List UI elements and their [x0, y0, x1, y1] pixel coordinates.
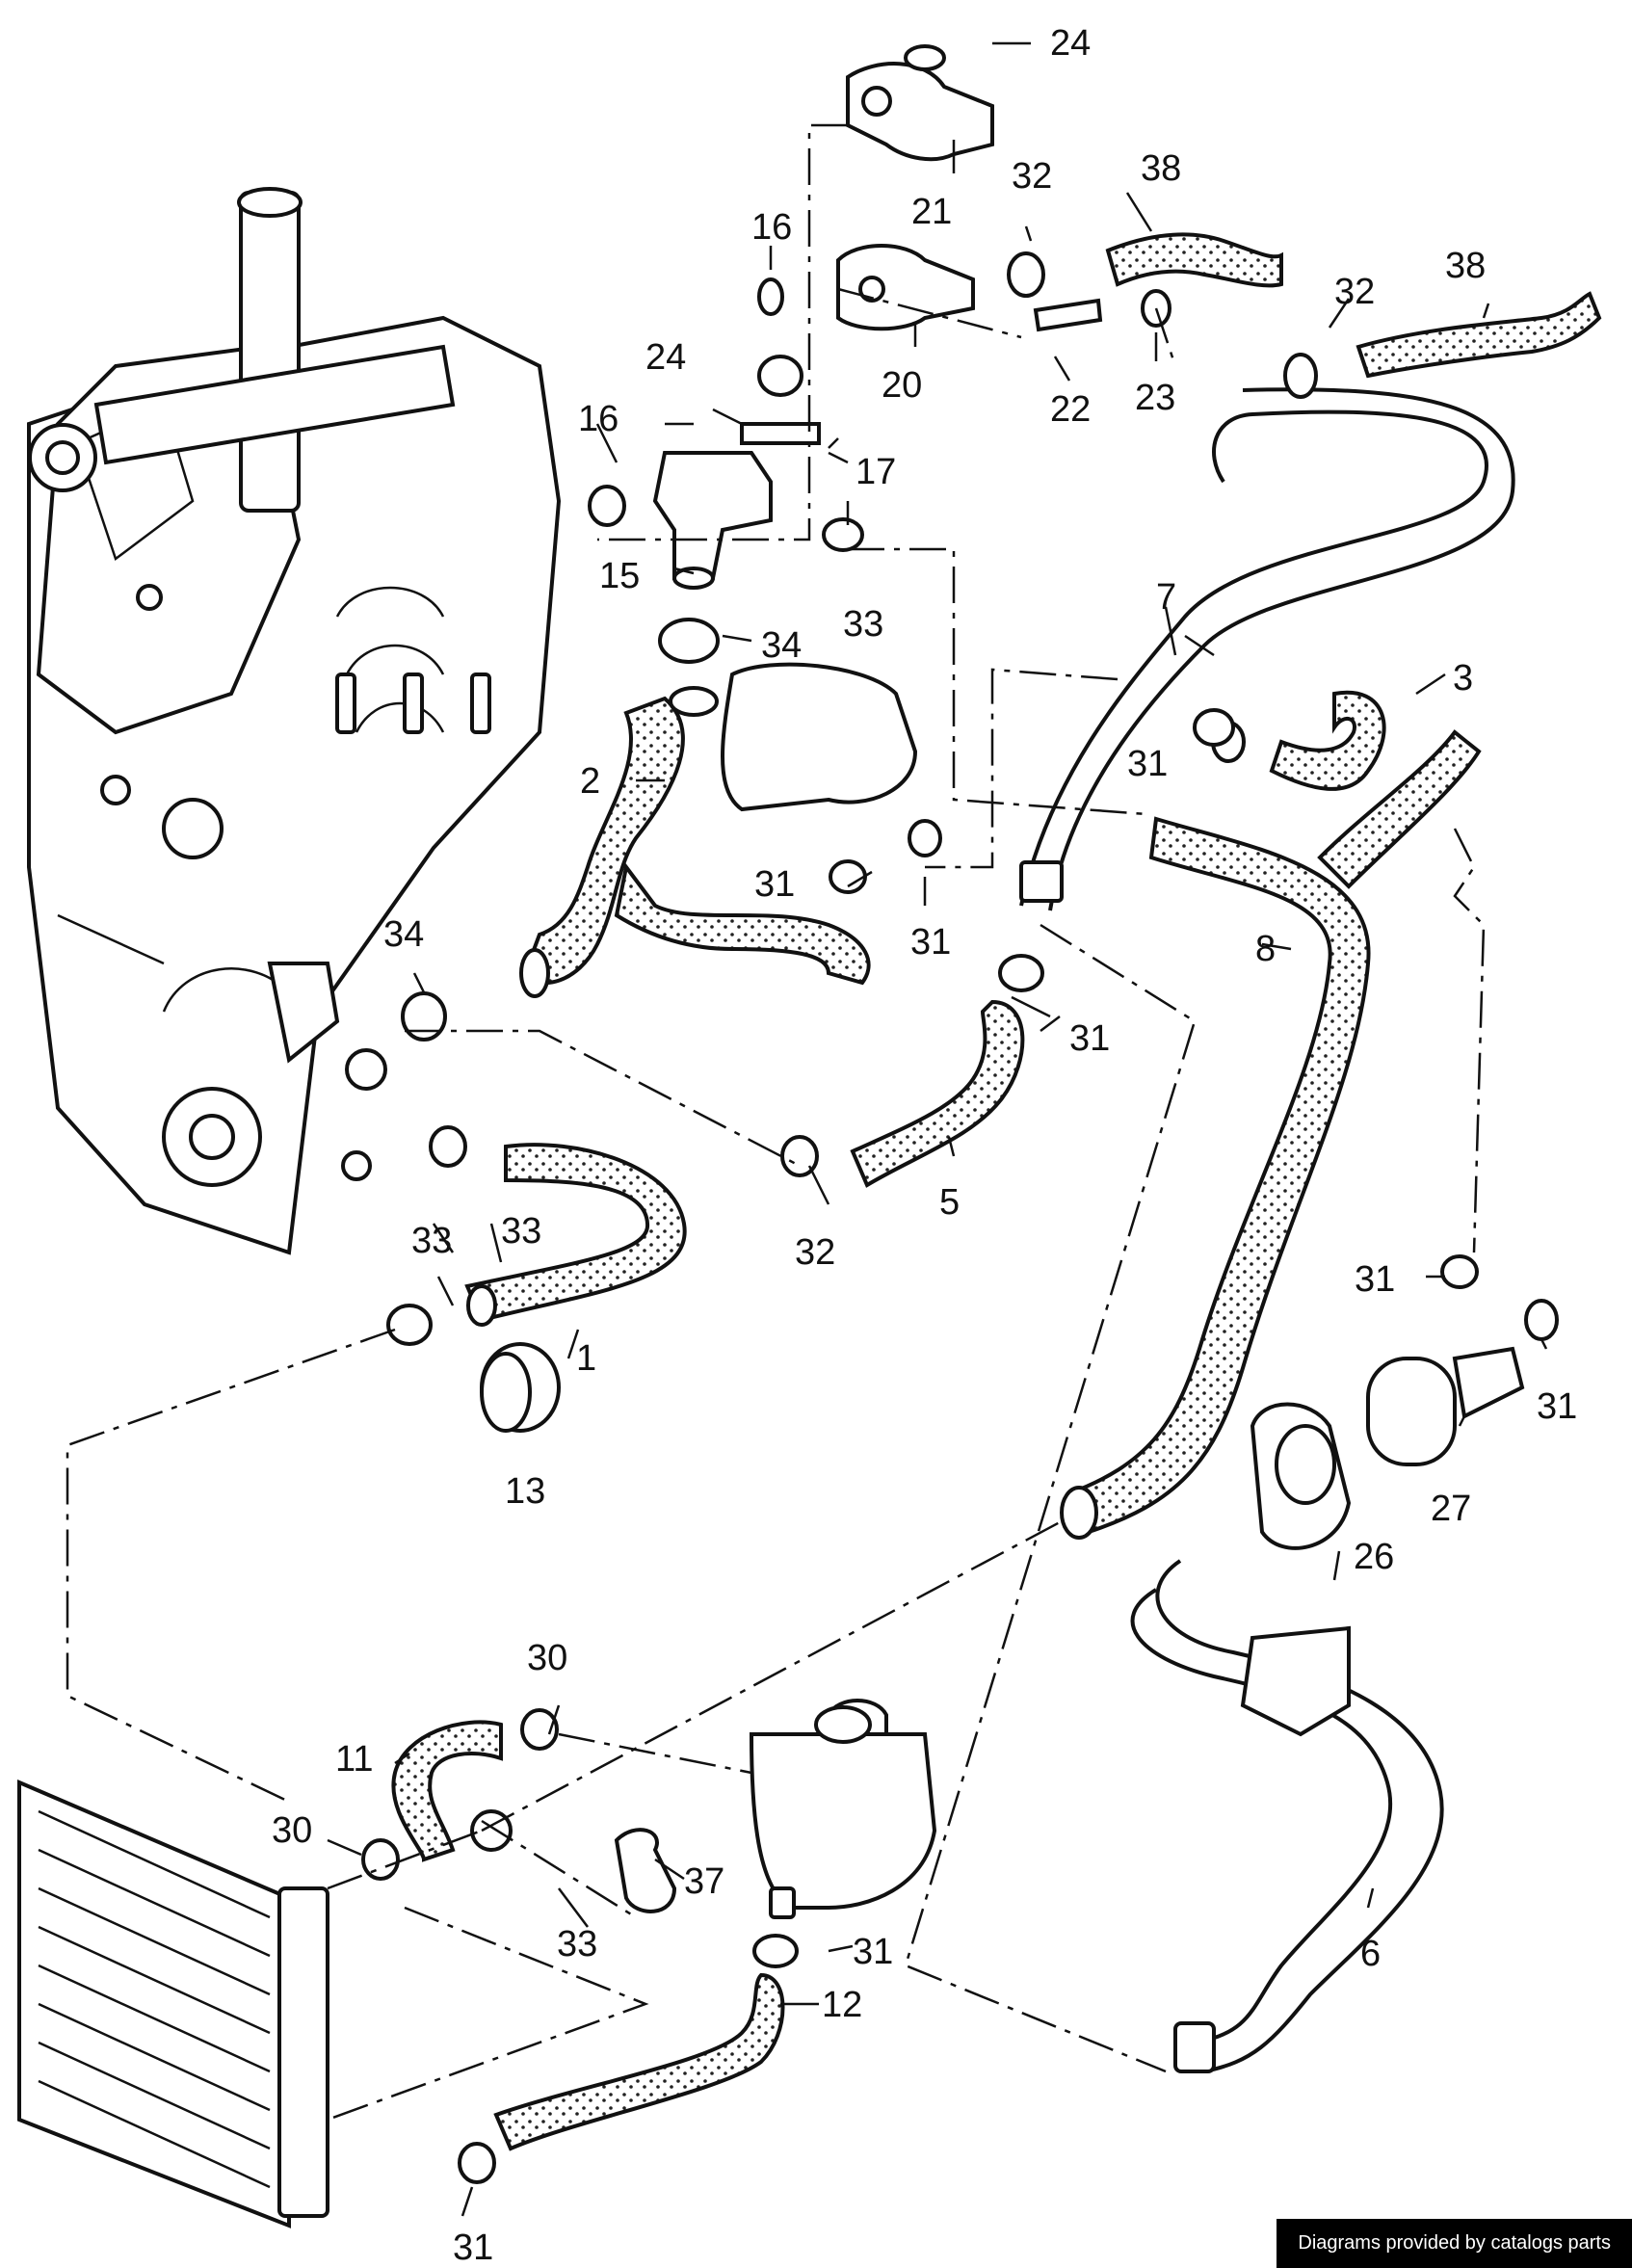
label-30-upper: 30 — [527, 1638, 567, 1678]
label-5: 5 — [939, 1182, 960, 1223]
part-labels: 24 21 32 38 16 38 32 20 22 23 24 16 17 1… — [272, 23, 1577, 2268]
label-27: 27 — [1431, 1489, 1471, 1529]
expansion-tank-top — [721, 662, 918, 812]
hose-11 — [391, 1720, 503, 1862]
label-31-5: 31 — [1069, 1018, 1110, 1059]
label-7: 7 — [1156, 577, 1176, 618]
bracket-26 — [1250, 1402, 1352, 1550]
flange-20 — [836, 244, 975, 331]
connector-15 — [652, 451, 773, 590]
label-31-tank-b: 31 — [910, 922, 951, 963]
hose-38-lower — [1356, 291, 1602, 379]
reference-lines — [66, 123, 1486, 2122]
plug-13 — [480, 1342, 561, 1433]
label-16-mid: 16 — [578, 399, 619, 439]
hose-8 — [1060, 729, 1482, 1540]
label-37: 37 — [684, 1861, 724, 1902]
label-32-lower: 32 — [795, 1232, 835, 1273]
label-21: 21 — [911, 192, 952, 232]
hose-12 — [493, 1972, 785, 2151]
label-22: 22 — [1050, 389, 1091, 430]
engine-block — [27, 187, 562, 1255]
label-34-lower: 34 — [383, 914, 424, 955]
hose-7 — [1019, 387, 1515, 911]
label-33-mid: 33 — [501, 1211, 541, 1252]
clamp-set — [361, 251, 1559, 2184]
label-20: 20 — [882, 365, 922, 406]
label-31-bottom: 31 — [453, 2228, 493, 2268]
label-33-lower: 33 — [557, 1924, 597, 1965]
label-17: 17 — [855, 452, 896, 492]
label-38-right: 38 — [1445, 246, 1486, 286]
label-33-upper: 33 — [843, 604, 883, 645]
hose-2 — [519, 686, 871, 998]
label-11: 11 — [335, 1739, 373, 1780]
radiator — [17, 1779, 329, 2228]
label-26: 26 — [1354, 1537, 1394, 1577]
label-31-tank-a: 31 — [754, 864, 795, 905]
label-24-mid: 24 — [645, 337, 686, 378]
filter-27 — [1366, 1346, 1525, 1466]
label-23: 23 — [1135, 378, 1175, 418]
label-31-filter-left: 31 — [1355, 1259, 1395, 1300]
label-32-right: 32 — [1334, 272, 1375, 312]
label-13: 13 — [505, 1471, 545, 1512]
label-1: 1 — [576, 1338, 596, 1379]
label-38-top: 38 — [1141, 148, 1181, 189]
label-34-upper: 34 — [761, 625, 802, 666]
label-12: 12 — [822, 1985, 862, 2025]
clip-37 — [614, 1828, 677, 1913]
label-3: 3 — [1453, 658, 1473, 699]
label-15: 15 — [599, 556, 640, 596]
label-31-tank-bottom: 31 — [853, 1932, 893, 1972]
label-8: 8 — [1255, 929, 1276, 969]
hose-3 — [1269, 690, 1386, 791]
credit-banner: Diagrams provided by catalogs parts — [1277, 2219, 1632, 2268]
hose-5 — [850, 999, 1025, 1188]
label-6: 6 — [1360, 1934, 1381, 1974]
label-16-top: 16 — [751, 207, 792, 248]
label-30-left: 30 — [272, 1810, 312, 1851]
label-24-top: 24 — [1050, 23, 1091, 64]
label-31-filter-right: 31 — [1537, 1386, 1577, 1427]
flange-21 — [846, 44, 994, 162]
hose-6 — [1130, 1559, 1444, 2073]
label-31-7: 31 — [1127, 744, 1168, 784]
hose-1 — [464, 1143, 687, 1327]
expansion-tank-37 — [749, 1699, 937, 1919]
label-33-left: 33 — [411, 1221, 452, 1261]
label-32-top: 32 — [1012, 156, 1052, 197]
label-2: 2 — [580, 761, 600, 802]
hose-38-upper — [1105, 232, 1283, 288]
leader-lines — [327, 41, 1548, 2217]
